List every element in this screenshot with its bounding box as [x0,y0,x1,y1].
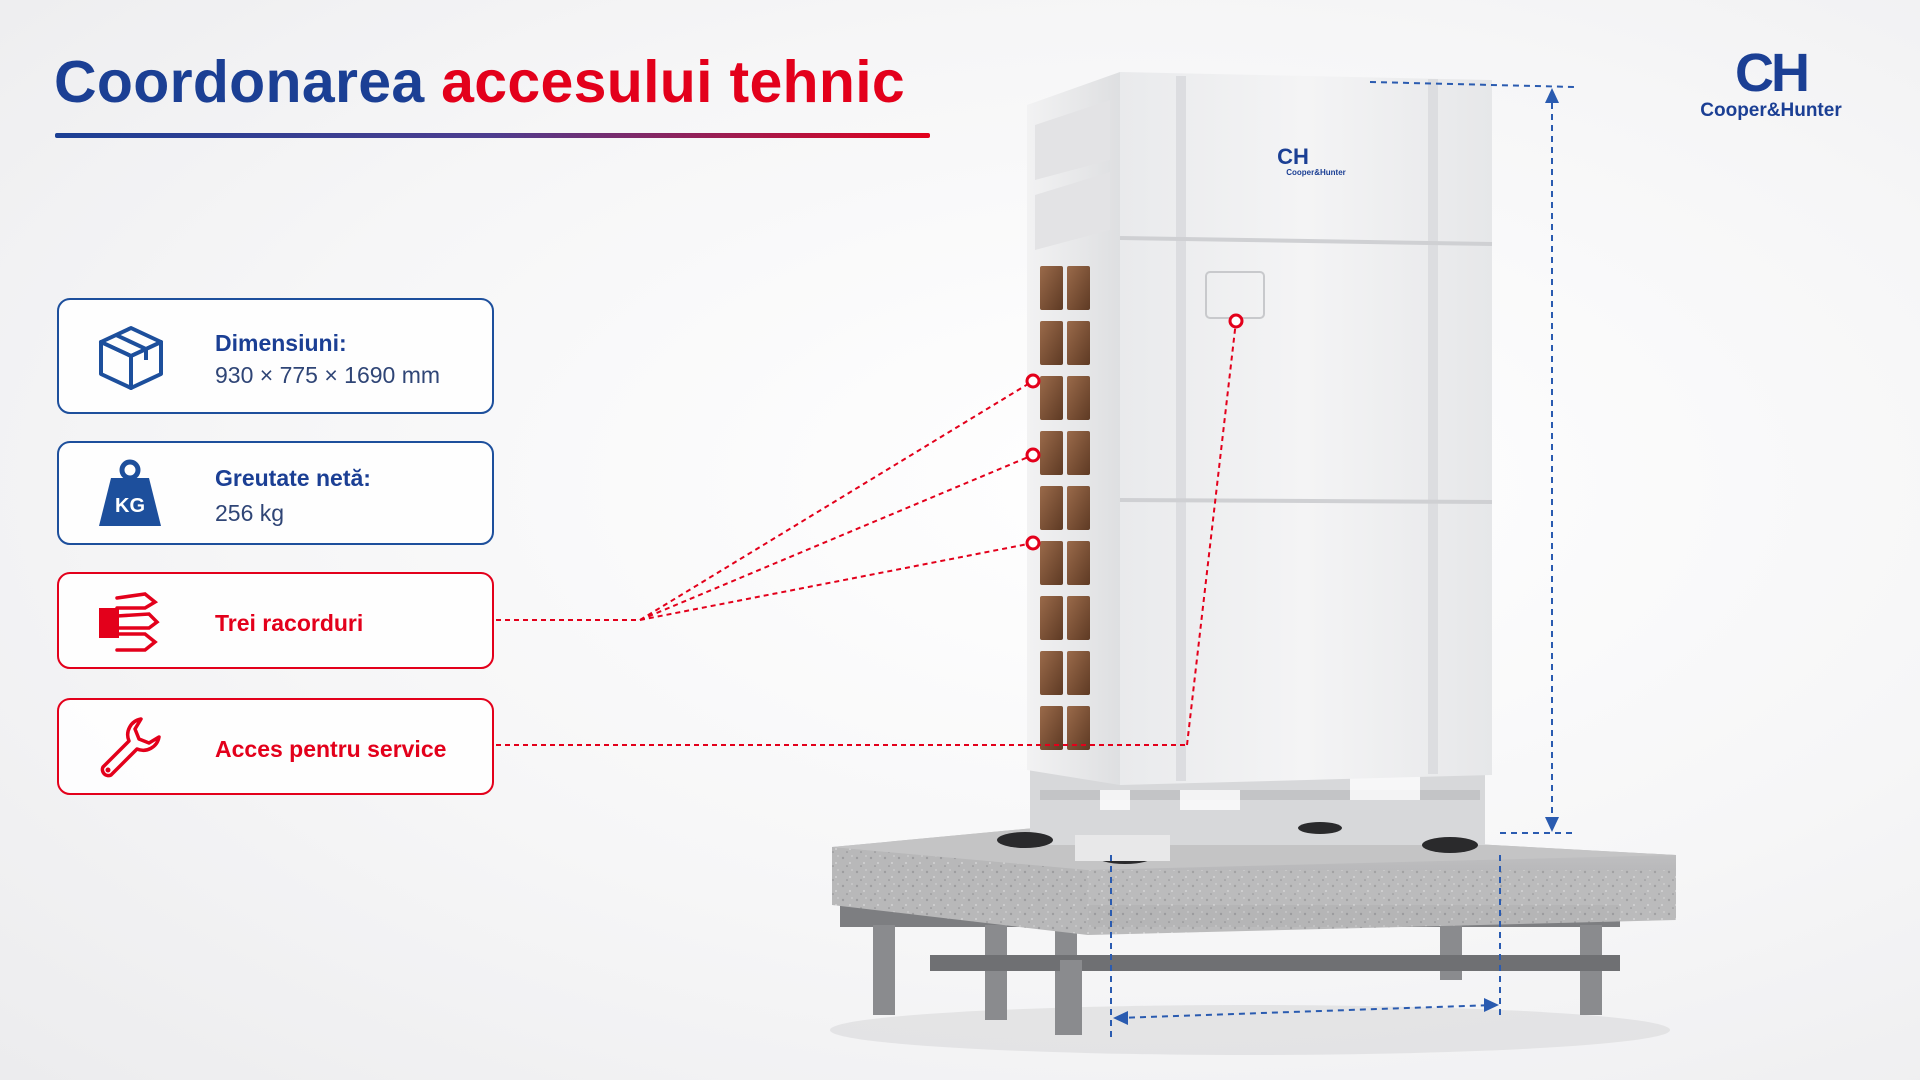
grille-cell [1067,321,1090,365]
grille-cell [1040,651,1063,695]
weight-icon: KG [99,459,161,526]
grille-cell [1067,431,1090,475]
grille-cell [1040,321,1063,365]
svg-text:CH: CH [1277,144,1309,169]
callout-lines [496,320,1237,746]
wrench-icon [100,717,161,778]
connections-card: Trei racorduri [57,572,494,669]
svg-text:KG: KG [115,495,145,517]
unit-front-panel [1119,72,1493,785]
svg-text:Cooper&Hunter: Cooper&Hunter [1286,168,1346,177]
grille-cell [1040,266,1063,310]
svg-text:CH: CH [1735,46,1807,103]
grille-cell [1067,706,1090,750]
unit-logo: CH Cooper&Hunter [1277,144,1346,177]
connections-label: Trei racorduri [215,610,364,636]
title-part-accent: accesului tehnic [441,49,906,115]
grille-cell [1067,596,1090,640]
dimension-arrows [1113,88,1559,1025]
grille-cell [1067,486,1090,530]
weight-label: Greutate netă: [215,465,371,491]
unit-base [997,770,1485,864]
dimensions-card: Dimensiuni: 930 × 775 × 1690 mm [57,298,494,414]
svg-text:Cooper&Hunter: Cooper&Hunter [1700,100,1842,121]
service-label: Acces pentru service [215,736,447,762]
condenser-grille [1040,266,1090,750]
grille-cell [1067,376,1090,420]
dimensions-value: 930 × 775 × 1690 mm [215,362,441,388]
grille-cell [1040,431,1063,475]
dimension-lines [1110,81,1576,1040]
page-title: Coordonarea accesului tehnic [54,48,905,116]
title-underline [55,133,930,138]
grille-cell [1040,706,1063,750]
grille-cell [1067,541,1090,585]
title-part-primary: Coordonarea [54,49,425,115]
dimensions-label: Dimensiuni: [215,330,347,356]
grille-cell [1067,651,1090,695]
weight-card: KG Greutate netă: 256 kg [57,441,494,545]
service-card: Acces pentru service [57,698,494,795]
grille-cell [1040,541,1063,585]
weight-value: 256 kg [215,500,285,526]
grille-cell [1067,266,1090,310]
grille-cell [1040,376,1063,420]
pipe-connections-icon [99,592,160,652]
box-icon [99,326,163,390]
grille-cell [1040,596,1063,640]
brand-logo: CH Cooper&Hunter [1700,46,1842,121]
grille-cell [1040,486,1063,530]
callout-markers [1025,313,1244,551]
